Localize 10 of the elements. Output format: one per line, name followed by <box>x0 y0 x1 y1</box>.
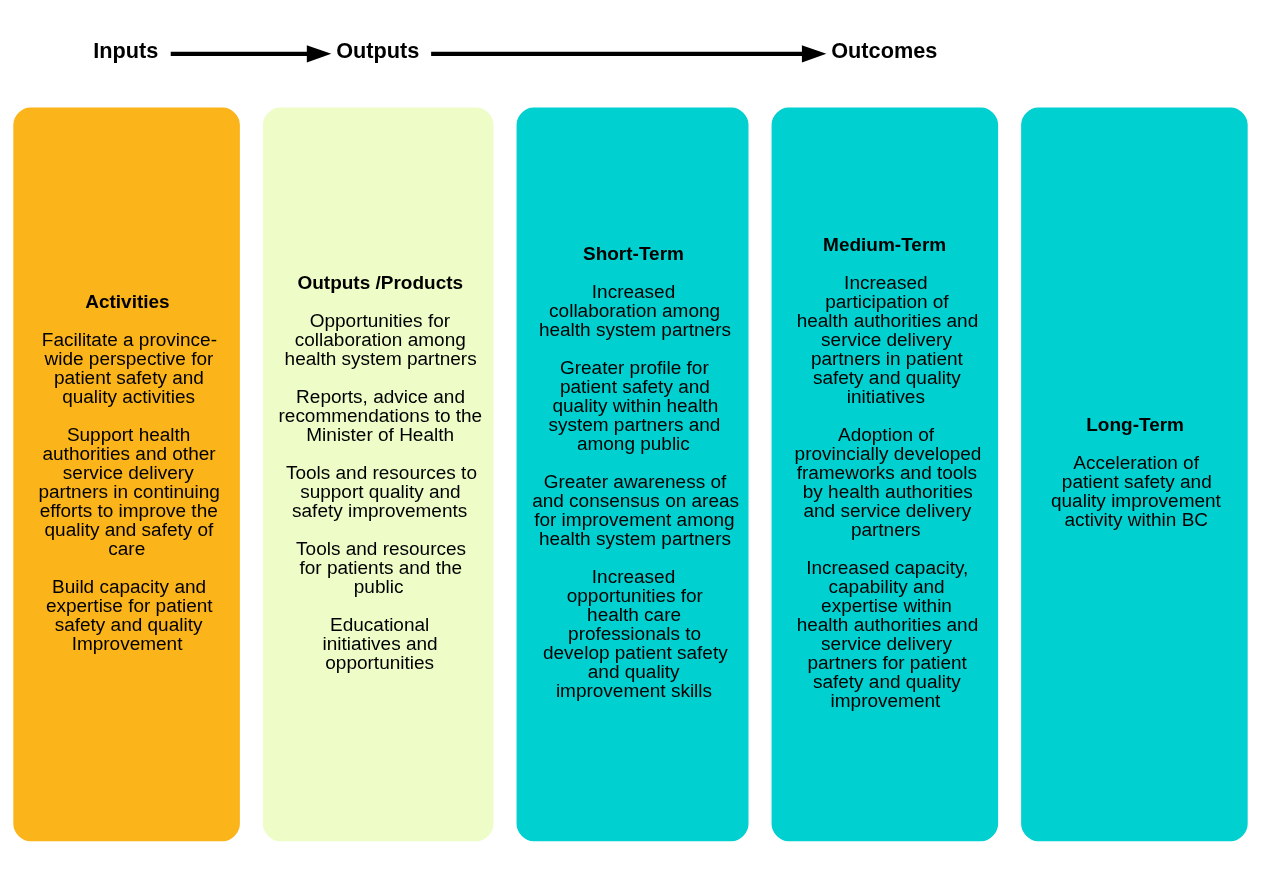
node-text: Outputs <box>336 37 420 63</box>
node-box: Outputs /Products Opportunities for collaboration among health system partners Reports, advice and recommendations to the Minister of Health Tools and resources to support quality and safety improvements Tools and resources for patients and the public Educational initiatives and opportunities <box>262 106 494 841</box>
node-box: Medium-Term Increased participation of health authorities and service delivery partners in patient safety and quality initiatives Adoption of provincially developed frameworks and tools by health authorities and service delivery partners Increased capacity, capability and expertise within health authorities and service delivery partners for patient safety and quality improvement <box>771 106 999 841</box>
node-box: Short-Term Increased collaboration among health system partners Greater profile for patient safety and quality within health system partners and among public Greater awareness of and consensus on areas for improvement among health system partners Increased opportunities for health care professionals to develop patient safety and quality improvement skills <box>516 106 749 841</box>
node-box: Long-Term Acceleration of patient safety and quality improvement activity within BC <box>1021 106 1248 841</box>
node-text: Outcomes <box>831 37 938 63</box>
arrow <box>170 44 332 62</box>
arrow <box>431 44 827 62</box>
node-box: Activities Facilitate a province-wide perspective for patient safety and quality activities Support health authorities and other service delivery partners in continuing efforts to improve the quality and safety of care Build capacity and expertise for patient safety and quality Improvement <box>13 106 240 841</box>
node-text: Inputs <box>93 37 159 63</box>
